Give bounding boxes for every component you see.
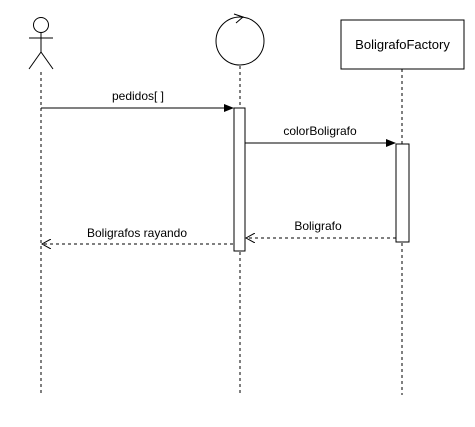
control-circle xyxy=(215,16,265,66)
message-boligrafos-rayando-return: Boligrafos rayando xyxy=(42,226,233,244)
message-pedidos-label: pedidos[ ] xyxy=(112,89,164,103)
actor-right-leg xyxy=(40,51,54,70)
factory-participant: BoligrafoFactory xyxy=(340,19,465,70)
message-boligrafo-label: Boligrafo xyxy=(294,219,342,233)
message-pedidos: pedidos[ ] xyxy=(41,89,234,112)
factory-box xyxy=(340,19,465,70)
actor-participant xyxy=(28,17,54,70)
control-participant xyxy=(215,13,265,66)
message-boligrafo-return: Boligrafo xyxy=(246,219,396,238)
control-activation-bar xyxy=(233,107,246,252)
factory-label: BoligrafoFactory xyxy=(355,37,450,52)
message-color-boligrafo-label: colorBoligrafo xyxy=(283,124,357,138)
actor-head xyxy=(33,17,49,33)
actor-left-leg xyxy=(28,51,42,70)
factory-activation-bar xyxy=(395,143,410,243)
control-arrowhead xyxy=(233,13,244,24)
message-boligrafos-rayando-label: Boligrafos rayando xyxy=(87,226,187,240)
message-color-boligrafo: colorBoligrafo xyxy=(245,124,396,147)
